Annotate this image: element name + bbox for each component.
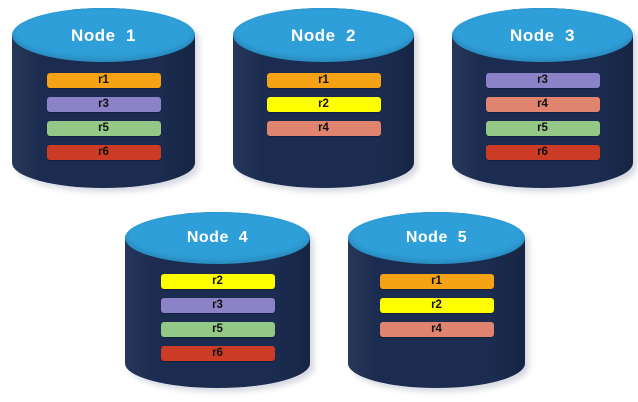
replica-bar-r6[interactable]: r6 bbox=[160, 346, 275, 361]
replica-bar-r6[interactable]: r6 bbox=[485, 145, 600, 160]
replica-bar-r5[interactable]: r5 bbox=[46, 121, 161, 136]
replica-bar-r1[interactable]: r1 bbox=[46, 73, 161, 88]
replica-bar-r5[interactable]: r5 bbox=[160, 322, 275, 337]
replica-bar-r4[interactable]: r4 bbox=[266, 121, 381, 136]
cylinder-top-ellipse bbox=[12, 8, 195, 62]
cylinder-top-ellipse bbox=[348, 212, 525, 264]
cylinder-top-ellipse bbox=[452, 8, 633, 62]
replica-list: r1 r3 r5 r6 bbox=[12, 73, 195, 160]
replica-bar-r3[interactable]: r3 bbox=[46, 97, 161, 112]
replica-list: r3 r4 r5 r6 bbox=[452, 73, 633, 160]
replica-list: r1 r2 r4 bbox=[233, 73, 414, 136]
replica-bar-r2[interactable]: r2 bbox=[160, 274, 275, 289]
replica-bar-r2[interactable]: r2 bbox=[266, 97, 381, 112]
replica-bar-r4[interactable]: r4 bbox=[485, 97, 600, 112]
replica-bar-r6[interactable]: r6 bbox=[46, 145, 161, 160]
replica-bar-r2[interactable]: r2 bbox=[379, 298, 494, 313]
replica-list: r2 r3 r5 r6 bbox=[125, 274, 310, 361]
cylinder-top-ellipse bbox=[233, 8, 414, 62]
replica-bar-r1[interactable]: r1 bbox=[379, 274, 494, 289]
replica-bar-r3[interactable]: r3 bbox=[485, 73, 600, 88]
replica-list: r1 r2 r4 bbox=[348, 274, 525, 337]
replica-bar-r1[interactable]: r1 bbox=[266, 73, 381, 88]
replica-bar-r3[interactable]: r3 bbox=[160, 298, 275, 313]
cylinder-top-ellipse bbox=[125, 212, 310, 264]
replica-bar-r4[interactable]: r4 bbox=[379, 322, 494, 337]
replica-bar-r5[interactable]: r5 bbox=[485, 121, 600, 136]
